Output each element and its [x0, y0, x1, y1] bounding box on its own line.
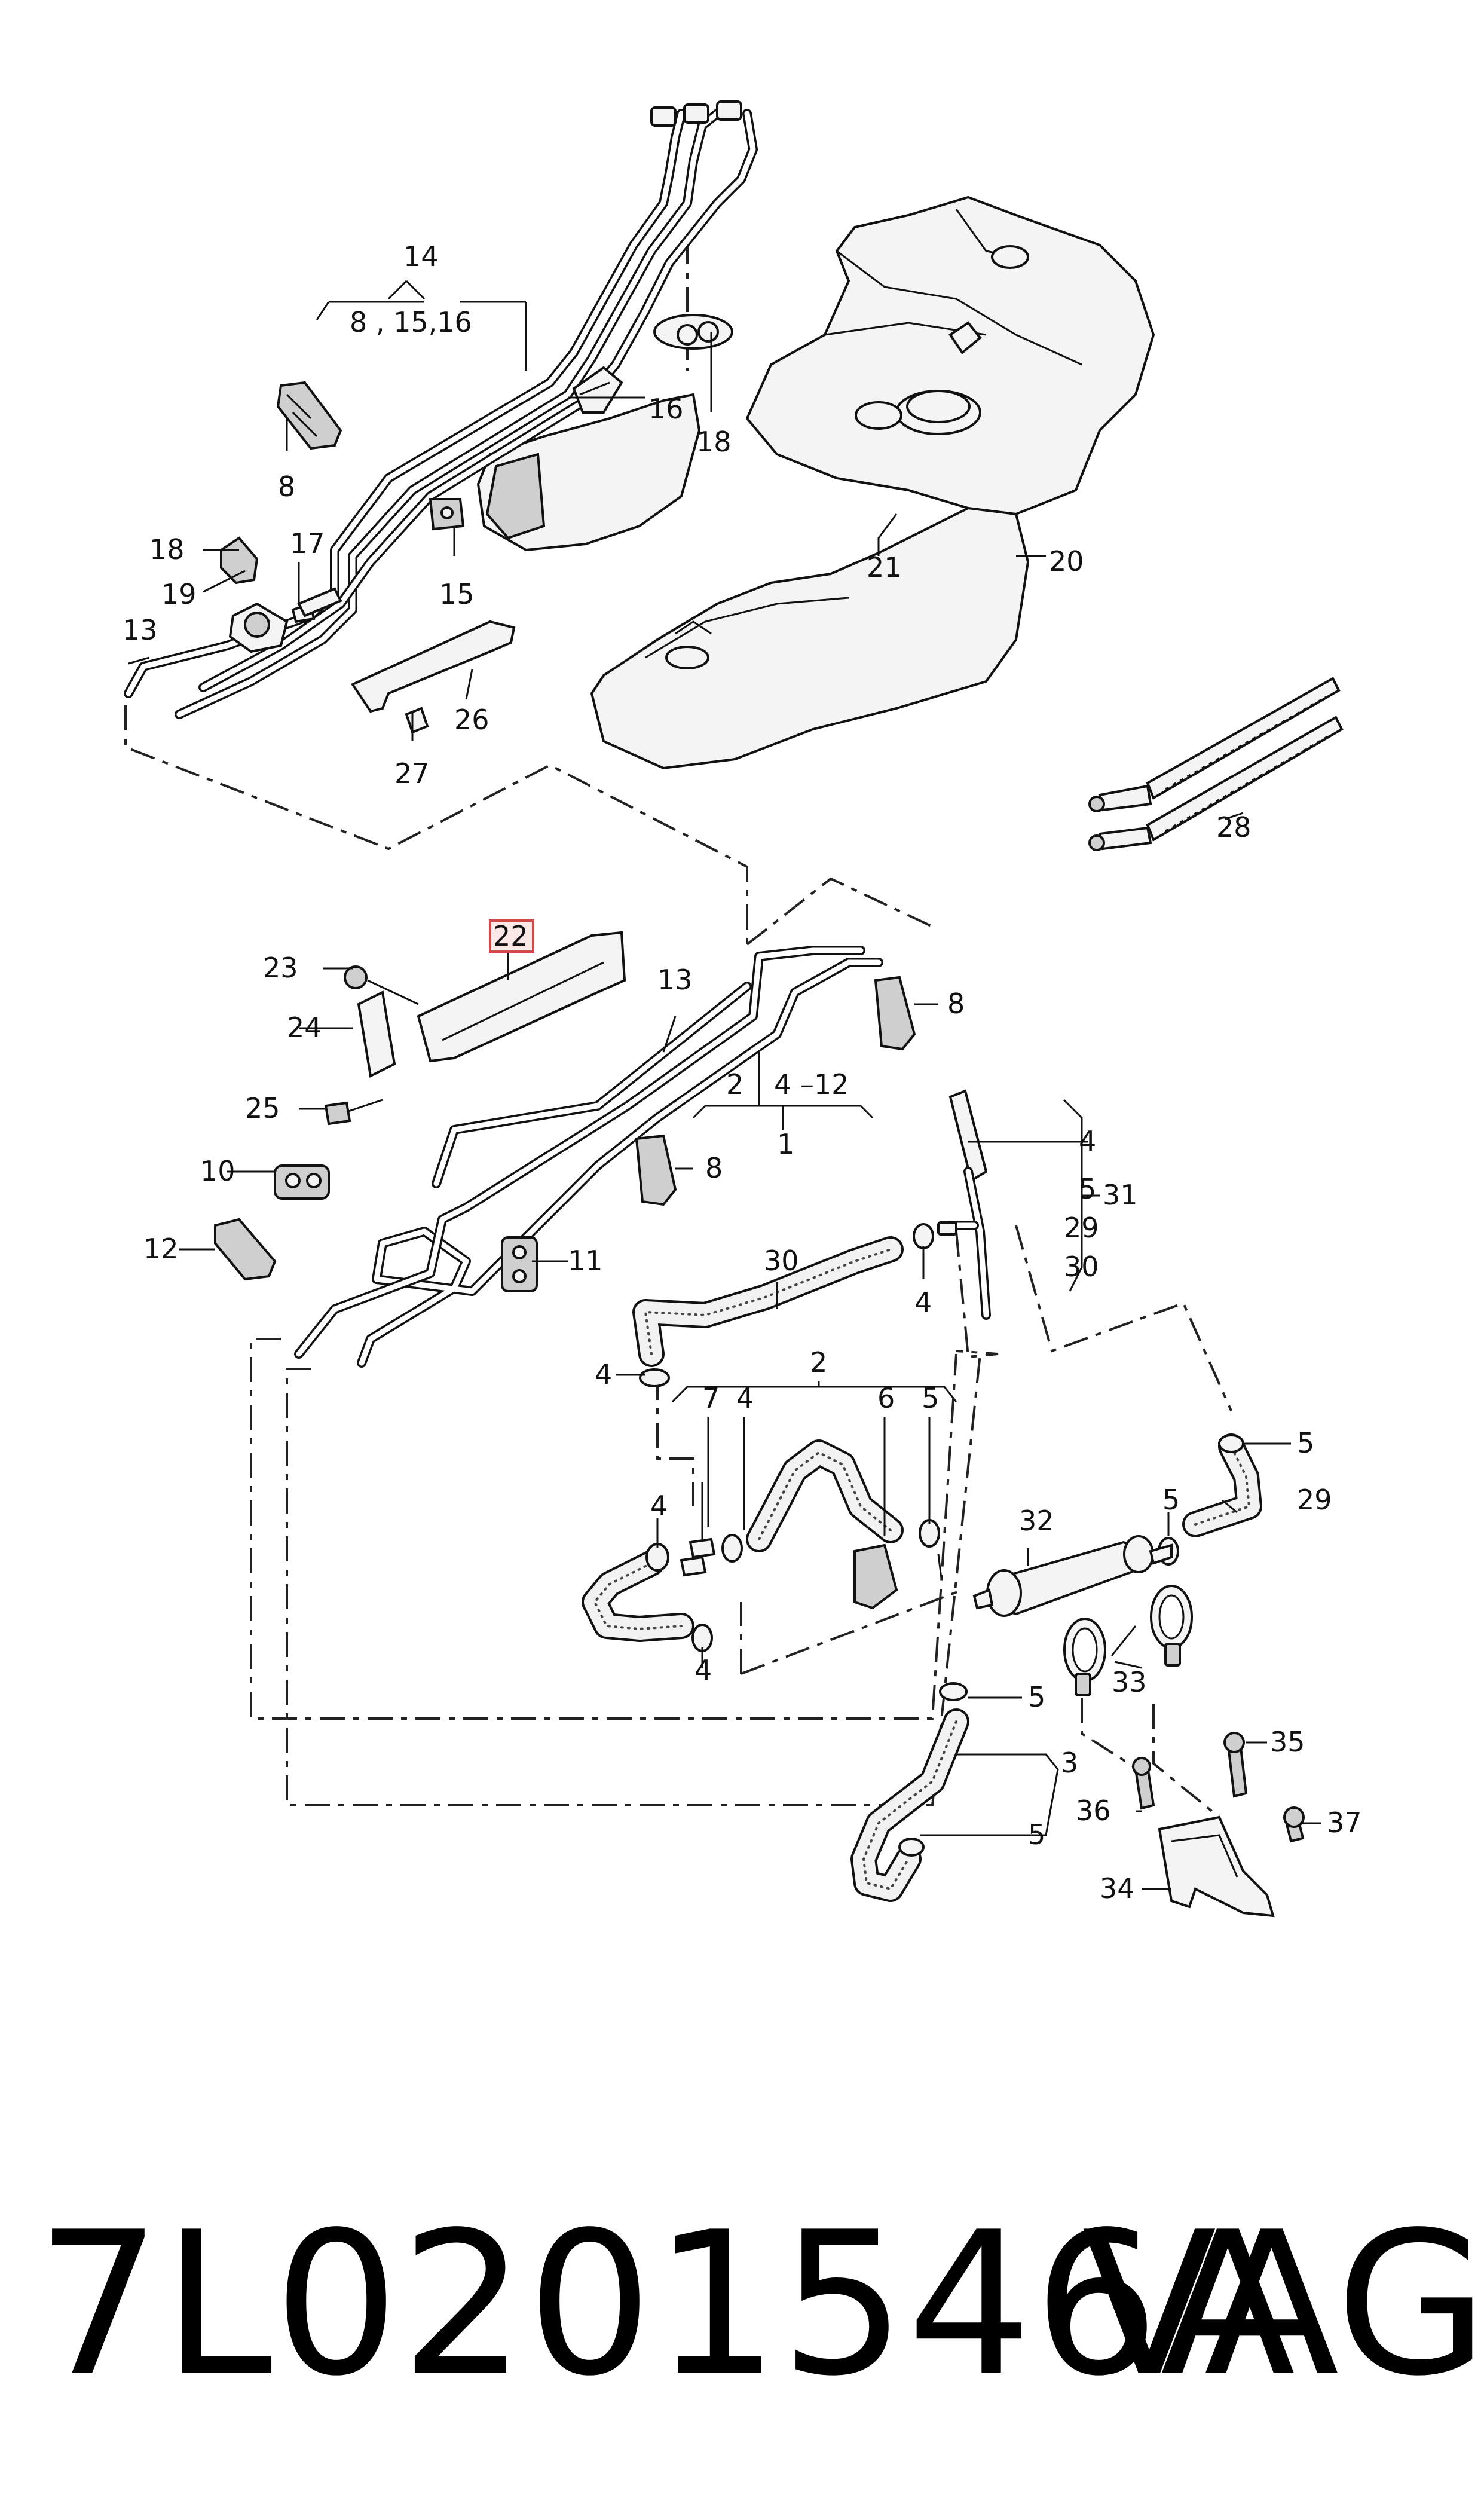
callout-15: 15 [439, 578, 475, 610]
callout-4-12: 4 –12 [774, 1068, 849, 1100]
part-number: 7L0201546A [36, 2190, 1297, 2419]
callout-12: 12 [143, 1233, 179, 1265]
callout-28: 28 [1216, 811, 1252, 843]
upper-pipe-bundle [124, 100, 758, 719]
callout-8-top: 8 [278, 470, 295, 503]
callout-5-c: 5 [1162, 1484, 1180, 1516]
callout-8-right: 8 [947, 988, 965, 1020]
mounting-bracket [1063, 1585, 1305, 1918]
callout-29: 29 [1297, 1484, 1332, 1516]
callout-4-d: 4 [650, 1490, 668, 1522]
callout-14: 14 [403, 240, 439, 273]
fuel-tank [476, 195, 1155, 770]
callout-16: 16 [648, 393, 684, 425]
callout-labels: 14 8 , 15,16 16 18 8 18 17 19 13 15 21 2… [123, 240, 1362, 1904]
callout-17: 17 [290, 527, 325, 560]
callout-29-right: 29 [1064, 1212, 1099, 1244]
callout-8-lower: 8 [705, 1152, 723, 1184]
callout-4-a: 4 [914, 1286, 932, 1319]
callout-22: 22 [493, 920, 528, 952]
callout-18-top: 18 [696, 426, 732, 458]
callout-4-right: 4 [1079, 1125, 1096, 1157]
callout-5-d: 5 [1028, 1681, 1045, 1713]
fuel-system-exploded-diagram: 14 8 , 15,16 16 18 8 18 17 19 13 15 21 2… [123, 100, 1362, 1918]
callout-30: 30 [764, 1245, 799, 1277]
callout-31: 31 [1103, 1179, 1138, 1211]
callout-2-low: 2 [810, 1346, 827, 1378]
callout-33: 33 [1112, 1666, 1147, 1698]
callout-19: 19 [161, 578, 197, 610]
callout-13-top: 13 [123, 614, 158, 646]
callout-25: 25 [245, 1092, 280, 1124]
callout-2-mid: 2 [726, 1068, 743, 1100]
callout-10: 10 [200, 1155, 235, 1187]
callout-34: 34 [1100, 1872, 1135, 1904]
callout-8-15-16: 8 , 15,16 [350, 306, 472, 338]
callout-7: 7 [702, 1382, 720, 1414]
callout-21: 21 [867, 551, 902, 583]
callout-4-b: 4 [595, 1358, 612, 1390]
callout-4-e: 4 [694, 1654, 712, 1686]
callout-23: 23 [263, 952, 298, 984]
callout-5-a: 5 [922, 1382, 939, 1414]
callout-37: 37 [1327, 1806, 1362, 1839]
callout-5-e: 5 [1028, 1818, 1045, 1851]
callout-11: 11 [568, 1245, 603, 1277]
callout-18: 18 [149, 533, 185, 565]
callout-36: 36 [1076, 1794, 1111, 1827]
callout-3: 3 [1061, 1747, 1078, 1779]
callout-6: 6 [877, 1382, 895, 1414]
callout-13-mid: 13 [657, 964, 693, 996]
filter-and-damper [853, 1535, 1173, 1617]
callout-24: 24 [287, 1011, 322, 1044]
callout-32: 32 [1019, 1505, 1054, 1537]
callout-5-b: 5 [1297, 1427, 1314, 1459]
brand-label: VAG [1082, 2190, 1484, 2419]
callout-35: 35 [1270, 1726, 1305, 1758]
upper-left-parts [220, 366, 623, 734]
callout-27: 27 [394, 757, 430, 790]
hoses [582, 1236, 1262, 1902]
callout-20: 20 [1049, 545, 1084, 577]
callout-4-c: 4 [736, 1382, 754, 1414]
highlight-box-22 [489, 919, 534, 953]
callout-1: 1 [777, 1128, 794, 1160]
callout-26: 26 [454, 704, 489, 736]
callout-5-right: 5 [1079, 1173, 1096, 1205]
connection-lines [124, 239, 1232, 1818]
right-connector [937, 1089, 991, 1320]
leader-lines [128, 280, 1321, 1890]
tank-straps [1088, 677, 1344, 851]
middle-pipe-run [294, 946, 883, 1368]
callout-30-right: 30 [1064, 1251, 1099, 1283]
pipe-clips [214, 976, 916, 1292]
bracket-assembly [324, 931, 626, 1126]
